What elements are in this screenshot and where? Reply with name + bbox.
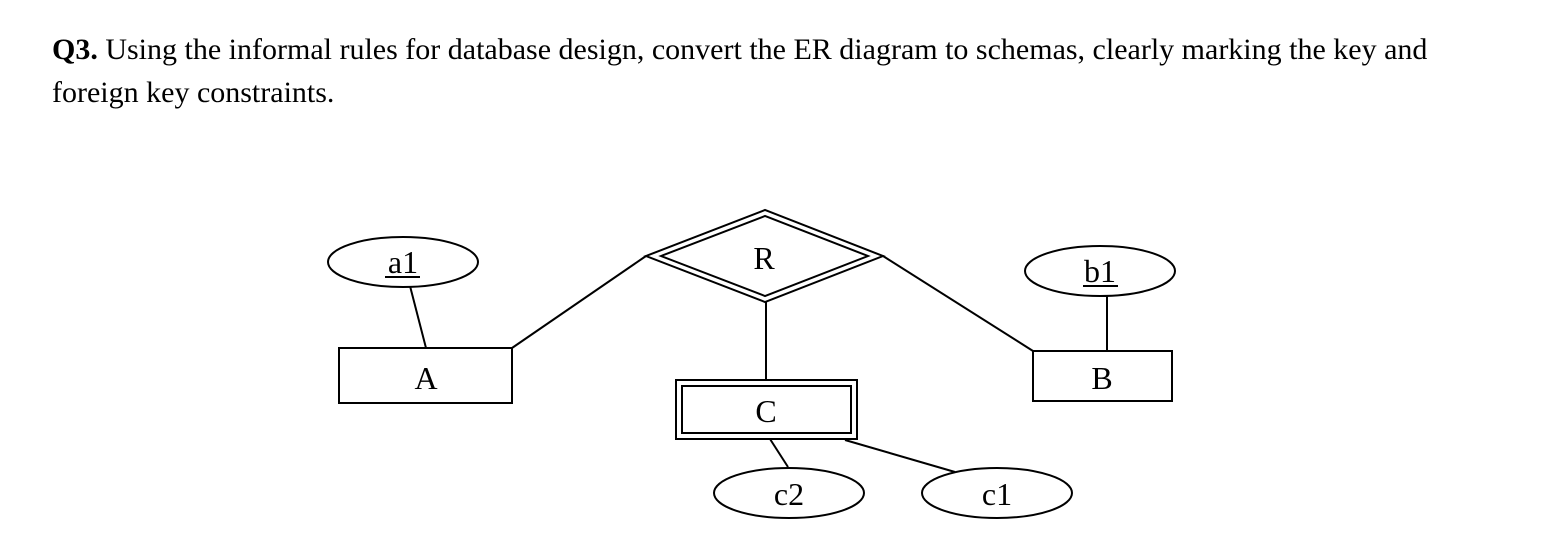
question-body: Using the informal rules for database de… <box>52 33 1428 109</box>
question-text: Q3. Using the informal rules for databas… <box>52 28 1472 114</box>
edge-c1-c <box>844 439 956 473</box>
entity-c: C <box>675 379 858 440</box>
attribute-a1: a1 <box>327 236 479 288</box>
attribute-a1-ellipse <box>327 236 479 288</box>
edge-b-r <box>882 255 1034 352</box>
attribute-b1-label: b1 <box>1084 253 1116 289</box>
entity-b-box <box>1032 350 1173 402</box>
relationship-r-label: R <box>753 240 775 276</box>
entity-a-box <box>338 347 513 404</box>
entity-c-label: C <box>755 393 776 429</box>
entity-b-label: B <box>1091 360 1112 396</box>
attribute-c1-label: c1 <box>982 476 1012 512</box>
attribute-c2-label: c2 <box>774 476 804 512</box>
attribute-b1: b1 <box>1024 245 1176 297</box>
relationship-inner-diamond <box>658 214 871 298</box>
attribute-b1-ellipse <box>1024 245 1176 297</box>
edge-a1-a <box>409 285 427 349</box>
question-number: Q3. <box>52 33 98 66</box>
entity-b: B <box>1032 350 1173 402</box>
attribute-c1: c1 <box>921 467 1073 519</box>
entity-a-label: A <box>414 360 437 396</box>
attribute-c1-ellipse <box>921 467 1073 519</box>
entity-a: A <box>338 347 513 404</box>
attribute-c2: c2 <box>713 467 865 519</box>
relationship-r: R <box>643 208 886 304</box>
attribute-a1-label: a1 <box>388 244 418 280</box>
edge-a-r <box>511 255 647 349</box>
entity-c-inner-box <box>681 385 852 434</box>
edge-c2-c <box>769 438 789 468</box>
attribute-c2-ellipse <box>713 467 865 519</box>
